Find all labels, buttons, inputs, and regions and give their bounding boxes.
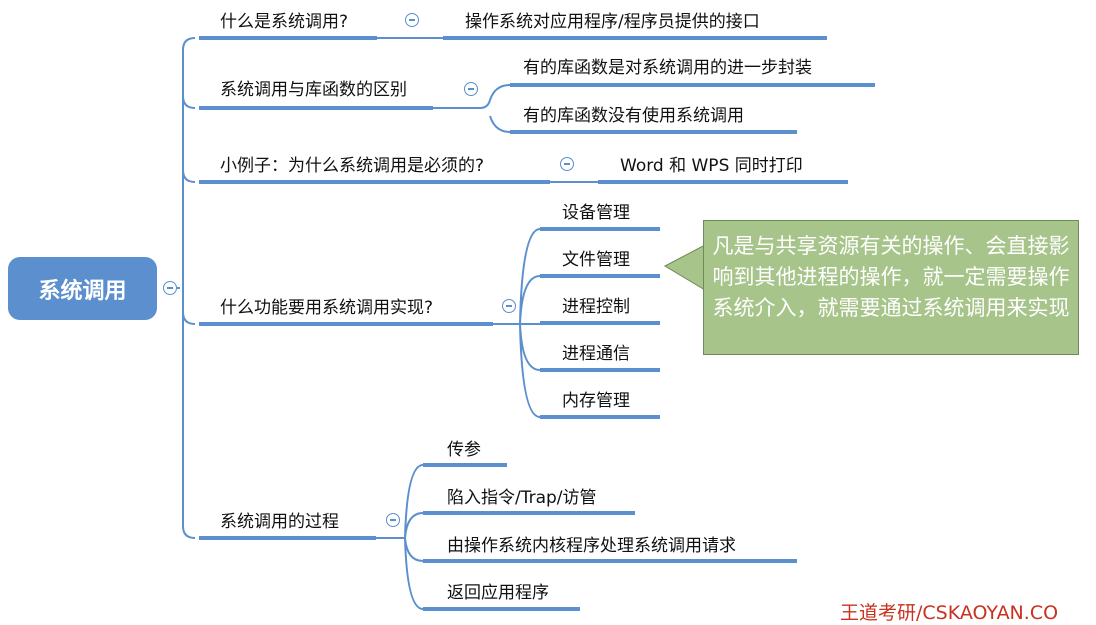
collapse-icon[interactable] bbox=[502, 299, 516, 313]
leaf-node[interactable]: 有的库函数是对系统调用的进一步封装 bbox=[523, 58, 812, 78]
callout-text: 凡是与共享资源有关的操作、会直接影响到其他进程的操作，就一定需要操作系统介入，就… bbox=[712, 234, 1070, 320]
leaf-node[interactable]: 有的库函数没有使用系统调用 bbox=[523, 106, 744, 126]
leaf-node[interactable]: 操作系统对应用程序/程序员提供的接口 bbox=[465, 12, 760, 32]
callout-pointer bbox=[663, 244, 706, 291]
leaf-node[interactable]: 返回应用程序 bbox=[447, 583, 549, 603]
branch-node[interactable]: 什么是系统调用? bbox=[220, 12, 349, 32]
branch-node[interactable]: 什么功能要用系统调用实现? bbox=[220, 298, 434, 318]
watermark: 王道考研/CSKAOYAN.CO bbox=[840, 602, 1059, 624]
branch-node[interactable]: 系统调用与库函数的区别 bbox=[220, 80, 407, 100]
leaf-node[interactable]: 传参 bbox=[447, 440, 481, 460]
leaf-node[interactable]: 内存管理 bbox=[562, 391, 630, 411]
leaf-node[interactable]: 设备管理 bbox=[562, 203, 630, 223]
leaf-node[interactable]: Word 和 WPS 同时打印 bbox=[620, 156, 803, 176]
leaf-node[interactable]: 由操作系统内核程序处理系统调用请求 bbox=[447, 536, 736, 556]
collapse-icon[interactable] bbox=[163, 281, 177, 295]
leaf-node[interactable]: 陷入指令/Trap/访管 bbox=[447, 488, 597, 508]
root-label: 系统调用 bbox=[38, 278, 127, 304]
collapse-icon[interactable] bbox=[560, 157, 574, 171]
callout-note[interactable]: 凡是与共享资源有关的操作、会直接影响到其他进程的操作，就一定需要操作系统介入，就… bbox=[703, 220, 1079, 355]
leaf-node[interactable]: 文件管理 bbox=[562, 250, 630, 270]
branch-node[interactable]: 小例子：为什么系统调用是必须的? bbox=[220, 156, 485, 176]
collapse-icon[interactable] bbox=[405, 13, 419, 27]
collapse-icon[interactable] bbox=[464, 82, 478, 96]
leaf-node[interactable]: 进程通信 bbox=[562, 344, 630, 364]
collapse-icon[interactable] bbox=[386, 513, 400, 527]
branch-node[interactable]: 系统调用的过程 bbox=[220, 512, 339, 532]
leaf-node[interactable]: 进程控制 bbox=[562, 297, 630, 317]
root-node[interactable]: 系统调用 bbox=[8, 257, 157, 320]
